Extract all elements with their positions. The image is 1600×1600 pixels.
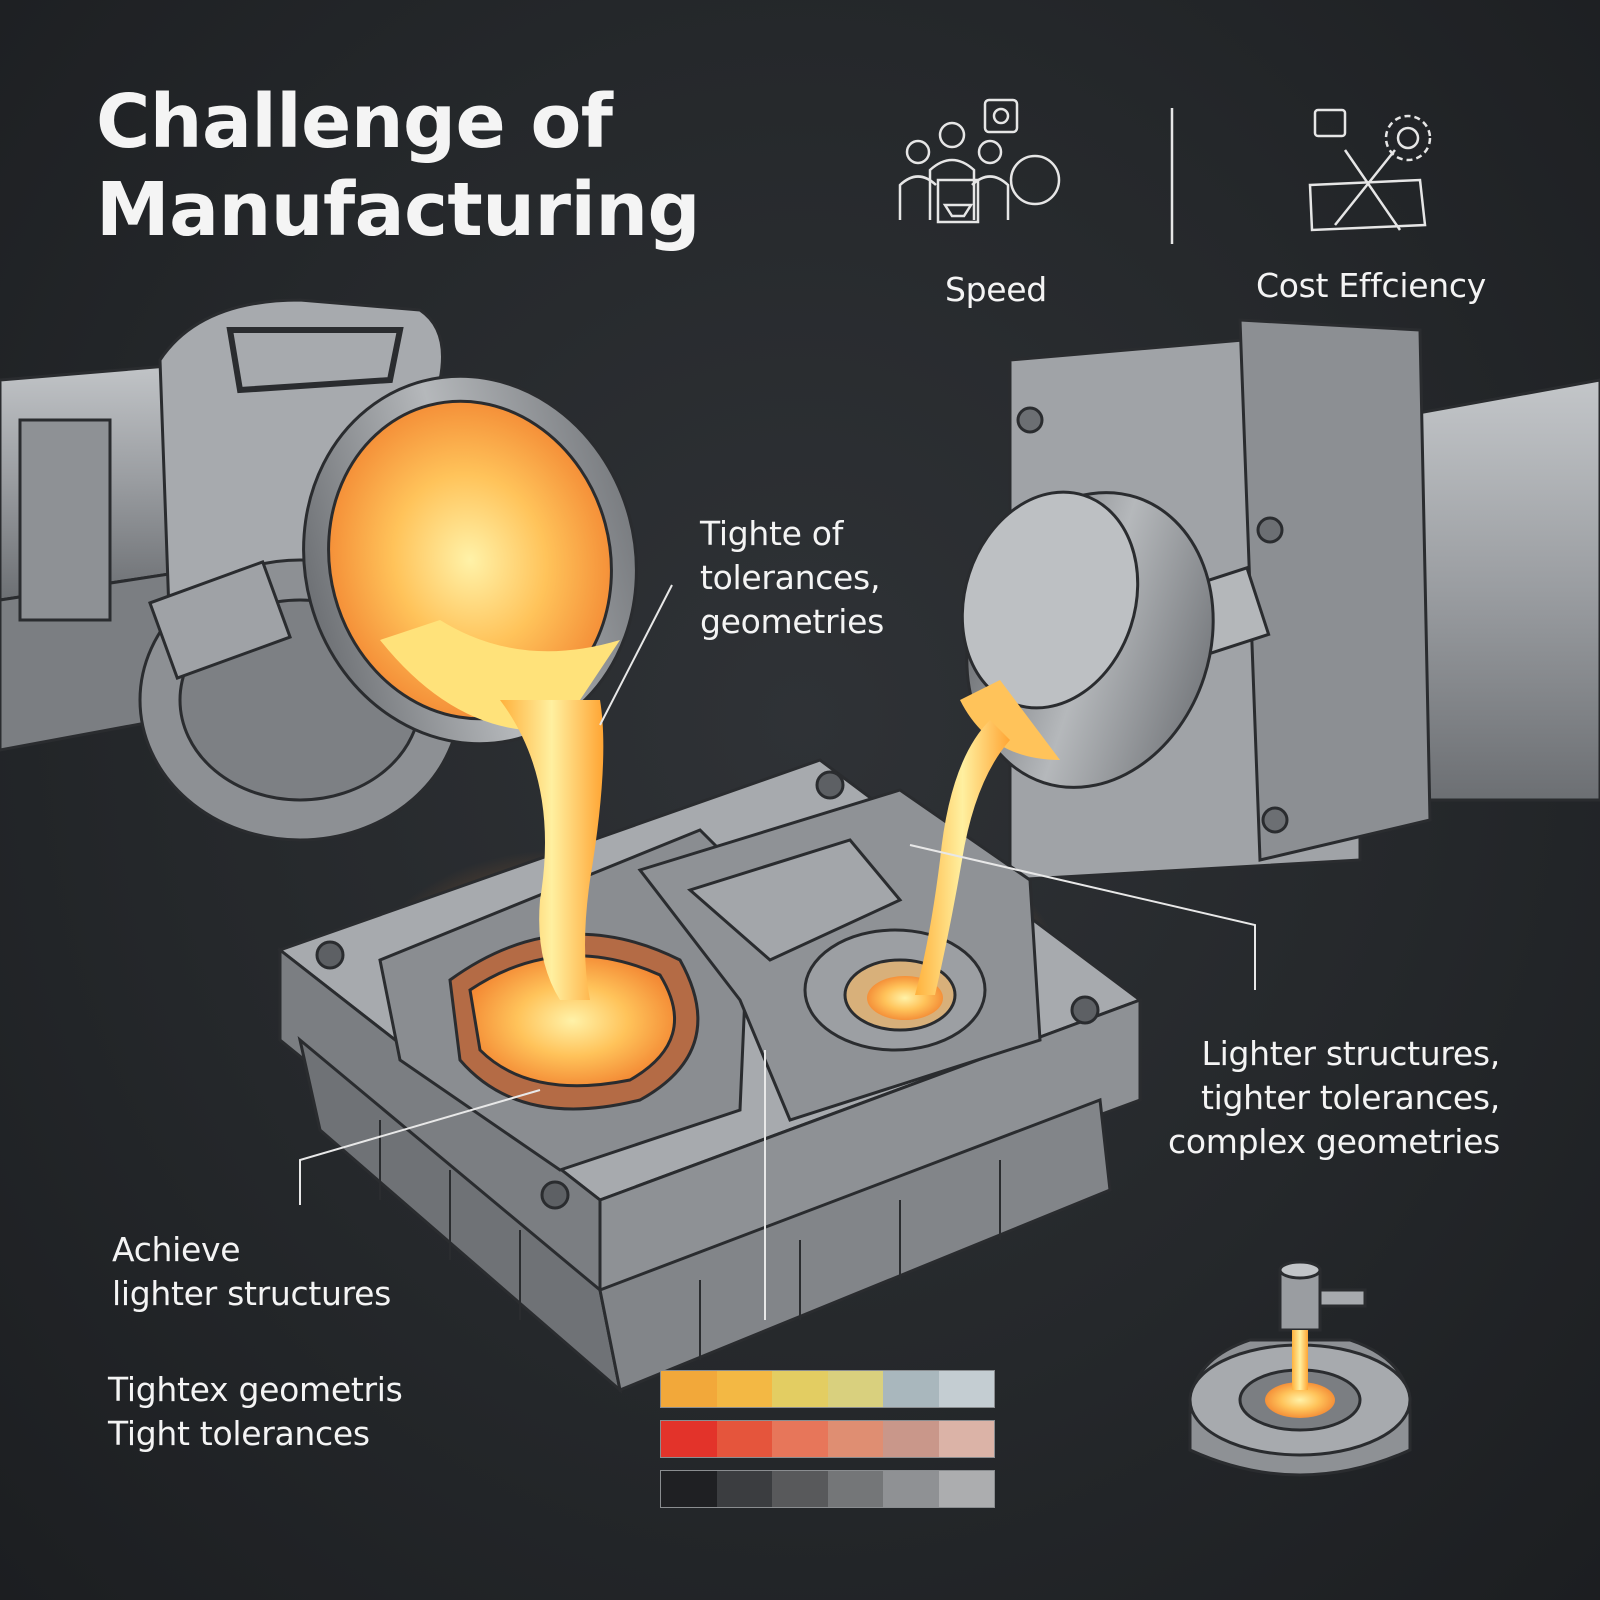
callout-bottom-left-line1: Achieve [112, 1230, 241, 1269]
color-swatch [772, 1471, 828, 1507]
callout-right: Lighter structures, tighter tolerances, … [1100, 1032, 1500, 1164]
callout-bottom-left-2-line2: Tight tolerances [108, 1414, 370, 1453]
callout-lines [299, 584, 1256, 1320]
metric-cost-label: Cost Effciency [1256, 266, 1486, 305]
color-swatch [772, 1371, 828, 1407]
color-swatch [772, 1421, 828, 1457]
color-swatch [827, 1371, 883, 1407]
callout-right-line1: Lighter structures, [1201, 1034, 1501, 1073]
left-pour-stream [500, 700, 604, 1000]
color-swatch [661, 1371, 717, 1407]
right-pour-stream [915, 720, 1010, 995]
page-title: Challenge of Manufacturing [96, 78, 701, 254]
color-palette-row-3 [660, 1470, 995, 1508]
callout-bottom-left-2: Tightex geometris Tight tolerances [108, 1368, 403, 1456]
color-swatch [938, 1471, 994, 1507]
callout-bottom-left-2-line1: Tightex geometris [108, 1370, 403, 1409]
color-swatch [661, 1471, 717, 1507]
left-ladle-arm [0, 298, 638, 842]
callout-top-center-line1: Tighte of [700, 514, 844, 553]
color-palette-row-1 [660, 1370, 995, 1408]
color-swatch [827, 1471, 883, 1507]
color-swatch [716, 1421, 772, 1457]
color-swatch [883, 1471, 939, 1507]
team-idea-icon [898, 98, 1061, 224]
color-swatch [938, 1371, 994, 1407]
color-swatch [716, 1471, 772, 1507]
callout-bottom-left-line2: lighter structures [112, 1274, 392, 1313]
nozzle-illustration [1188, 1260, 1412, 1477]
gear-efficiency-icon [1308, 108, 1432, 232]
callout-top-center: Tighte of tolerances, geometries [700, 512, 884, 644]
callout-top-center-line3: geometries [700, 602, 885, 641]
color-swatch [661, 1421, 717, 1457]
callout-right-line3: complex geometries [1168, 1122, 1500, 1161]
color-swatch [938, 1421, 994, 1457]
callout-bottom-left: Achieve lighter structures [112, 1228, 391, 1316]
callout-top-center-line2: tolerances, [700, 558, 881, 597]
color-swatch [716, 1371, 772, 1407]
metric-speed-label: Speed [945, 270, 1047, 309]
color-swatch [883, 1371, 939, 1407]
color-swatch [883, 1421, 939, 1457]
page-title-line2: Manufacturing [96, 167, 701, 253]
callout-right-line2: tighter tolerances, [1200, 1078, 1500, 1117]
color-swatch [827, 1421, 883, 1457]
page-title-line1: Challenge of [96, 79, 613, 165]
color-palette-row-2 [660, 1420, 995, 1458]
right-ladle-machine [960, 318, 1600, 882]
